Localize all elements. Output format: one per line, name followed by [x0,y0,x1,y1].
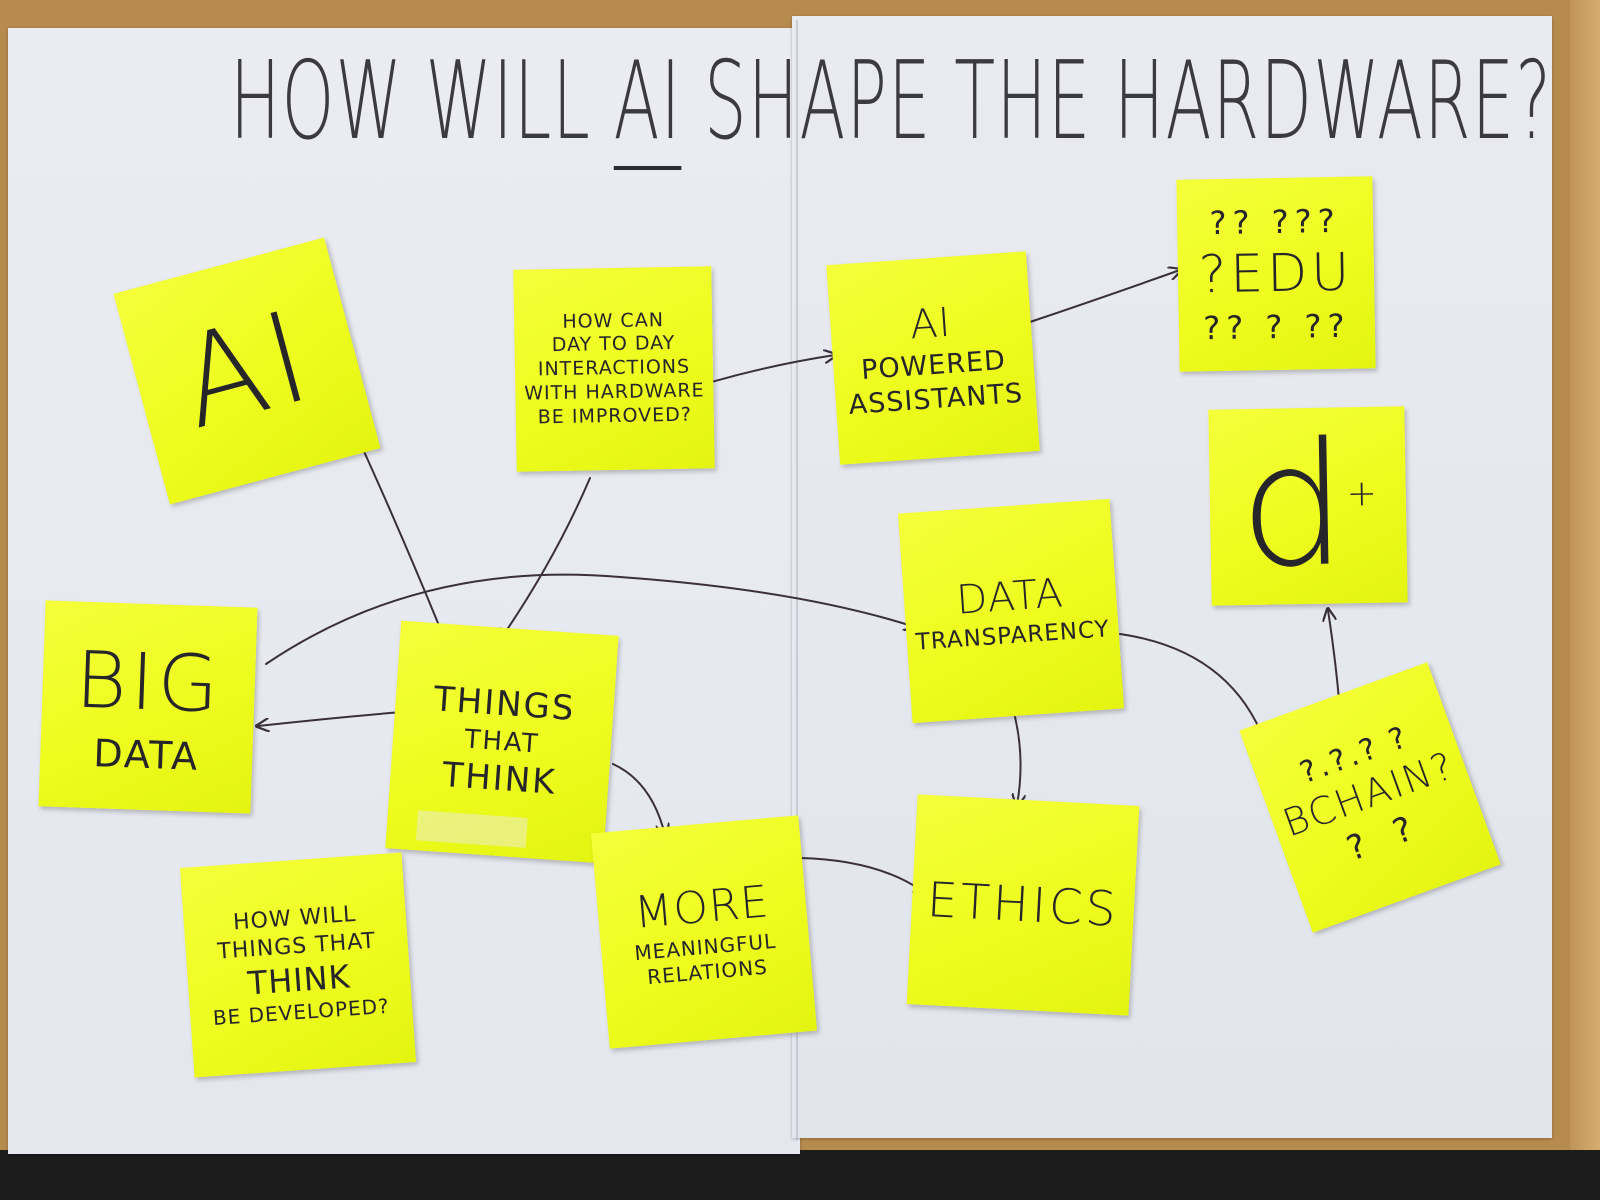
d-letter: d [1237,406,1349,606]
note-edu: ?? ??? ?EDU ?? ? ?? [1176,176,1376,372]
note-ethics-text: ETHICS [925,872,1121,938]
note-line: BE DEVELOPED? [212,993,391,1031]
note-line: TRANSPARENCY [914,615,1111,656]
note-question-daytoday: HOW CAN DAY TO DAY INTERACTIONS WITH HAR… [513,266,715,472]
note-ai-text: AI [165,283,329,458]
note-line: AI [908,299,953,349]
note-ai-assistants: AI POWERED ASSISTANTS [826,251,1040,465]
note-line: BE IMPROVED? [537,403,693,428]
board-title: HOW WILL AI SHAPE THE HARDWARE? [230,39,1551,170]
note-line: HOW CAN [562,308,665,333]
plus-sign: + [1346,472,1378,515]
note-line: BIG [74,634,224,731]
note-more-meaningful: MORE MEANINGFUL RELATIONS [590,815,818,1049]
note-ethics: ETHICS [906,794,1140,1016]
note-line: THAT [463,724,541,760]
tape-strip [415,810,528,848]
table-surface [1570,0,1600,1160]
note-d-plus: d+ [1208,406,1408,606]
title-after: SHAPE THE HARDWARE? [681,39,1553,164]
note-data-transparency: DATA TRANSPARENCY [897,498,1125,724]
note-things-that-think: THINGS THAT THINK [385,620,619,864]
note-line: DATA [954,569,1065,624]
note-line: DAY TO DAY [551,332,676,357]
edu-label: ?EDU [1198,242,1354,305]
note-line: THINGS [432,679,577,730]
title-before: HOW WILL [230,39,614,164]
edu-question-marks-top: ?? ??? [1209,201,1341,242]
note-big-data: BIG DATA [38,600,258,814]
edu-question-marks-bottom: ?? ? ?? [1202,306,1351,347]
note-question-developed: HOW WILL THINGS THAT THINK BE DEVELOPED? [179,852,417,1078]
note-line: WITH HARDWARE [524,379,705,405]
title-underlined-ai: AI [613,39,682,170]
note-line: INTERACTIONS [537,355,691,381]
floor-shadow [0,1150,1600,1200]
d-plus-logo: d+ [1237,406,1379,605]
note-line: DATA [92,731,201,779]
note-line: THINK [441,755,558,804]
